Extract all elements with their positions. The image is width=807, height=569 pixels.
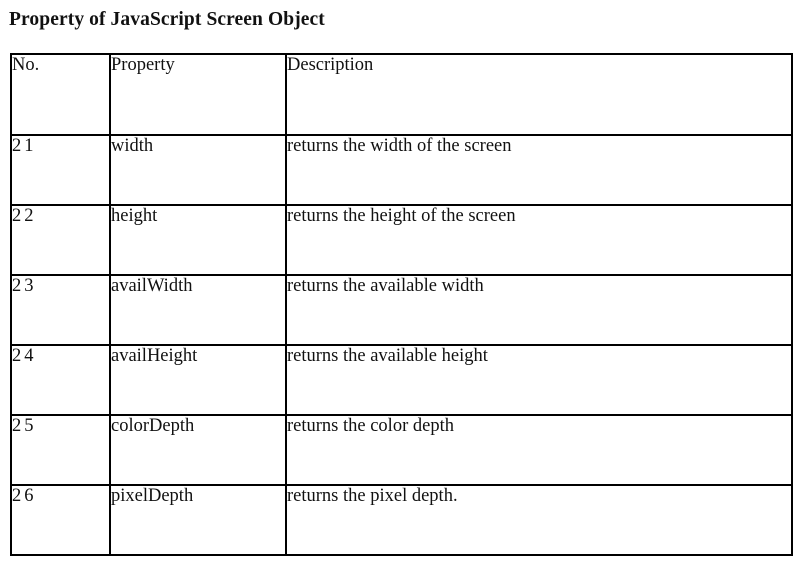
- row-property: height: [109, 204, 287, 276]
- header-no: No.: [10, 53, 111, 136]
- row-number: 22: [10, 204, 111, 276]
- row-property: colorDepth: [109, 414, 287, 486]
- table-row: 24 availHeight returns the available hei…: [10, 344, 793, 416]
- header-property: Property: [109, 53, 287, 136]
- row-description: returns the available height: [285, 344, 793, 416]
- row-description: returns the width of the screen: [285, 134, 793, 206]
- row-description: returns the pixel depth.: [285, 484, 793, 556]
- row-description: returns the color depth: [285, 414, 793, 486]
- page-title: Property of JavaScript Screen Object: [9, 9, 325, 30]
- row-description: returns the available width: [285, 274, 793, 346]
- row-number: 25: [10, 414, 111, 486]
- table-row: 25 colorDepth returns the color depth: [10, 414, 793, 486]
- row-number: 23: [10, 274, 111, 346]
- header-description: Description: [285, 53, 793, 136]
- row-number: 26: [10, 484, 111, 556]
- table-header-row: No. Property Description: [10, 53, 793, 136]
- table-row: 21 width returns the width of the screen: [10, 134, 793, 206]
- row-number: 21: [10, 134, 111, 206]
- row-property: width: [109, 134, 287, 206]
- row-number: 24: [10, 344, 111, 416]
- table-row: 22 height returns the height of the scre…: [10, 204, 793, 276]
- table-row: 23 availWidth returns the available widt…: [10, 274, 793, 346]
- row-property: availWidth: [109, 274, 287, 346]
- row-property: availHeight: [109, 344, 287, 416]
- screen-properties-table: No. Property Description 21 width return…: [10, 53, 793, 556]
- row-description: returns the height of the screen: [285, 204, 793, 276]
- table-row: 26 pixelDepth returns the pixel depth.: [10, 484, 793, 556]
- row-property: pixelDepth: [109, 484, 287, 556]
